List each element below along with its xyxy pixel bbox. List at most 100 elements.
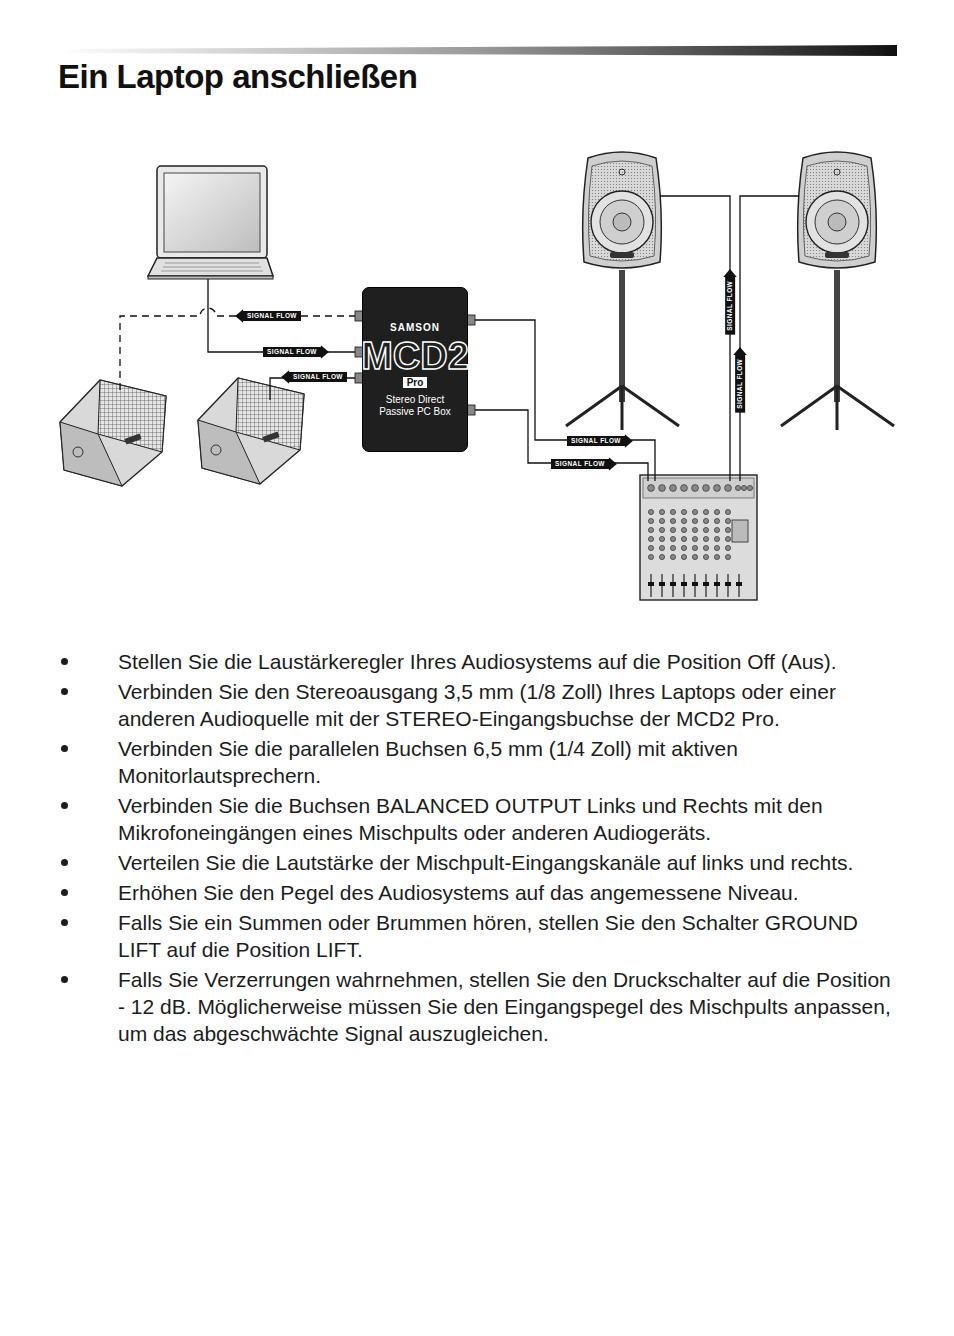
mixer-knob <box>648 536 653 541</box>
instruction-text: Falls Sie ein Summen oder Brummen hören,… <box>118 911 858 961</box>
signal-flow-label: SIGNAL FLOW <box>567 436 625 446</box>
mixer-knob <box>659 545 664 550</box>
instruction-item: Erhöhen Sie den Pegel des Audiosystems a… <box>118 879 896 906</box>
flow-arrowhead <box>625 434 633 448</box>
mixer-knob <box>659 518 664 523</box>
bullet <box>61 919 68 926</box>
bullet <box>61 976 68 983</box>
mixer-knob <box>725 545 730 550</box>
pa-speaker <box>781 152 894 430</box>
instruction-item: Falls Sie ein Summen oder Brummen hören,… <box>118 909 896 963</box>
instruction-text: Erhöhen Sie den Pegel des Audiosystems a… <box>118 881 799 904</box>
mixer-knob <box>703 536 708 541</box>
mixer-knob <box>703 545 708 550</box>
mixer-knob <box>670 518 675 523</box>
instruction-item: Verbinden Sie den Stereoausgang 3,5 mm (… <box>118 678 896 732</box>
laptop <box>148 166 273 279</box>
mixer-knob <box>714 485 721 492</box>
di-box: SAMSONMCD2ProStereo Direct Passive PC Bo… <box>362 287 468 452</box>
mixer-knob <box>681 485 688 492</box>
mixer-knob <box>670 509 675 514</box>
mixer-knob <box>714 527 719 532</box>
instruction-text: Verbinden Sie die parallelen Buchsen 6,5… <box>118 737 738 787</box>
instruction-item: Falls Sie Verzerrungen wahrnehmen, stell… <box>118 966 896 1047</box>
mixer <box>640 475 757 600</box>
flow-arrowhead <box>235 309 243 323</box>
mixer-knob <box>714 518 719 523</box>
flow-arrowhead <box>609 457 617 471</box>
bullet <box>61 802 68 809</box>
bullet <box>61 745 68 752</box>
instruction-item: Stellen Sie die Laustärkeregler Ihres Au… <box>118 648 896 675</box>
bullet <box>61 658 68 665</box>
mixer-knob <box>714 509 719 514</box>
pa-speaker <box>566 152 679 430</box>
bullet <box>61 889 68 896</box>
mixer-knob <box>659 554 664 559</box>
mixer-knob <box>648 545 653 550</box>
mixer-knob <box>725 527 730 532</box>
mixer-knob <box>681 527 686 532</box>
instruction-text: Verbinden Sie den Stereoausgang 3,5 mm (… <box>118 680 836 730</box>
mixer-knob <box>692 554 697 559</box>
bullet <box>61 688 68 695</box>
mixer-knob <box>725 518 730 523</box>
mixer-knob <box>692 545 697 550</box>
monitor-wedge <box>60 380 166 486</box>
mixer-knob <box>703 509 708 514</box>
mixer-knob <box>703 527 708 532</box>
mixer-knob <box>659 485 666 492</box>
wires <box>120 196 799 481</box>
mixer-knob <box>692 527 697 532</box>
mixer-knob <box>692 485 699 492</box>
fader-cap <box>714 582 720 586</box>
mixer-knob <box>670 545 675 550</box>
mixer-knob <box>659 527 664 532</box>
fader-cap <box>692 582 698 586</box>
mixer-knob <box>714 554 719 559</box>
instruction-text: Falls Sie Verzerrungen wahrnehmen, stell… <box>118 968 891 1045</box>
mixer-knob <box>681 545 686 550</box>
mixer-knob <box>692 536 697 541</box>
mixer-knob <box>725 554 730 559</box>
mixer-knob <box>681 518 686 523</box>
fader-cap <box>736 582 742 586</box>
mixer-knob <box>735 485 740 490</box>
signal-flow-label: SIGNAL FLOW <box>551 459 609 469</box>
fader-cap <box>648 582 654 586</box>
mixer-knob <box>692 518 697 523</box>
signal-flow-label: SIGNAL FLOW <box>263 347 321 357</box>
mixer-knob <box>725 485 732 492</box>
mixer-knob <box>659 536 664 541</box>
bullet <box>61 859 68 866</box>
mixer-knob <box>670 527 675 532</box>
signal-flow-label: SIGNAL FLOW <box>289 372 347 382</box>
mixer-knob <box>648 518 653 523</box>
instruction-text: Stellen Sie die Laustärkeregler Ihres Au… <box>118 650 837 673</box>
mixer-knob <box>714 536 719 541</box>
instruction-item: Verbinden Sie die parallelen Buchsen 6,5… <box>118 735 896 789</box>
flow-arrowhead <box>321 345 329 359</box>
fader-cap <box>703 582 709 586</box>
mixer-knob <box>670 536 675 541</box>
mixer-knob <box>659 509 664 514</box>
title: Ein Laptop anschließen <box>58 58 417 96</box>
instruction-list: Stellen Sie die Laustärkeregler Ihres Au… <box>118 648 896 1050</box>
fader-cap <box>725 582 731 586</box>
fader-cap <box>670 582 676 586</box>
mixer-knob <box>681 554 686 559</box>
mixer-knob <box>725 509 730 514</box>
instruction-item: Verbinden Sie die Buchsen BALANCED OUTPU… <box>118 792 896 846</box>
signal-flow-label: SIGNAL FLOW <box>243 311 301 321</box>
instruction-text: Verbinden Sie die Buchsen BALANCED OUTPU… <box>118 794 823 844</box>
device-label: SAMSON <box>390 322 440 333</box>
flow-arrowhead <box>281 370 289 384</box>
mixer-knob <box>703 554 708 559</box>
device-label: Pro <box>403 377 428 388</box>
mixer-knob <box>648 485 655 492</box>
monitor-wedge <box>198 378 304 484</box>
signal-flow-label: SIGNAL FLOW <box>735 355 745 413</box>
mixer-knob <box>741 485 746 490</box>
device-label: Stereo Direct Passive PC Box <box>369 394 461 418</box>
